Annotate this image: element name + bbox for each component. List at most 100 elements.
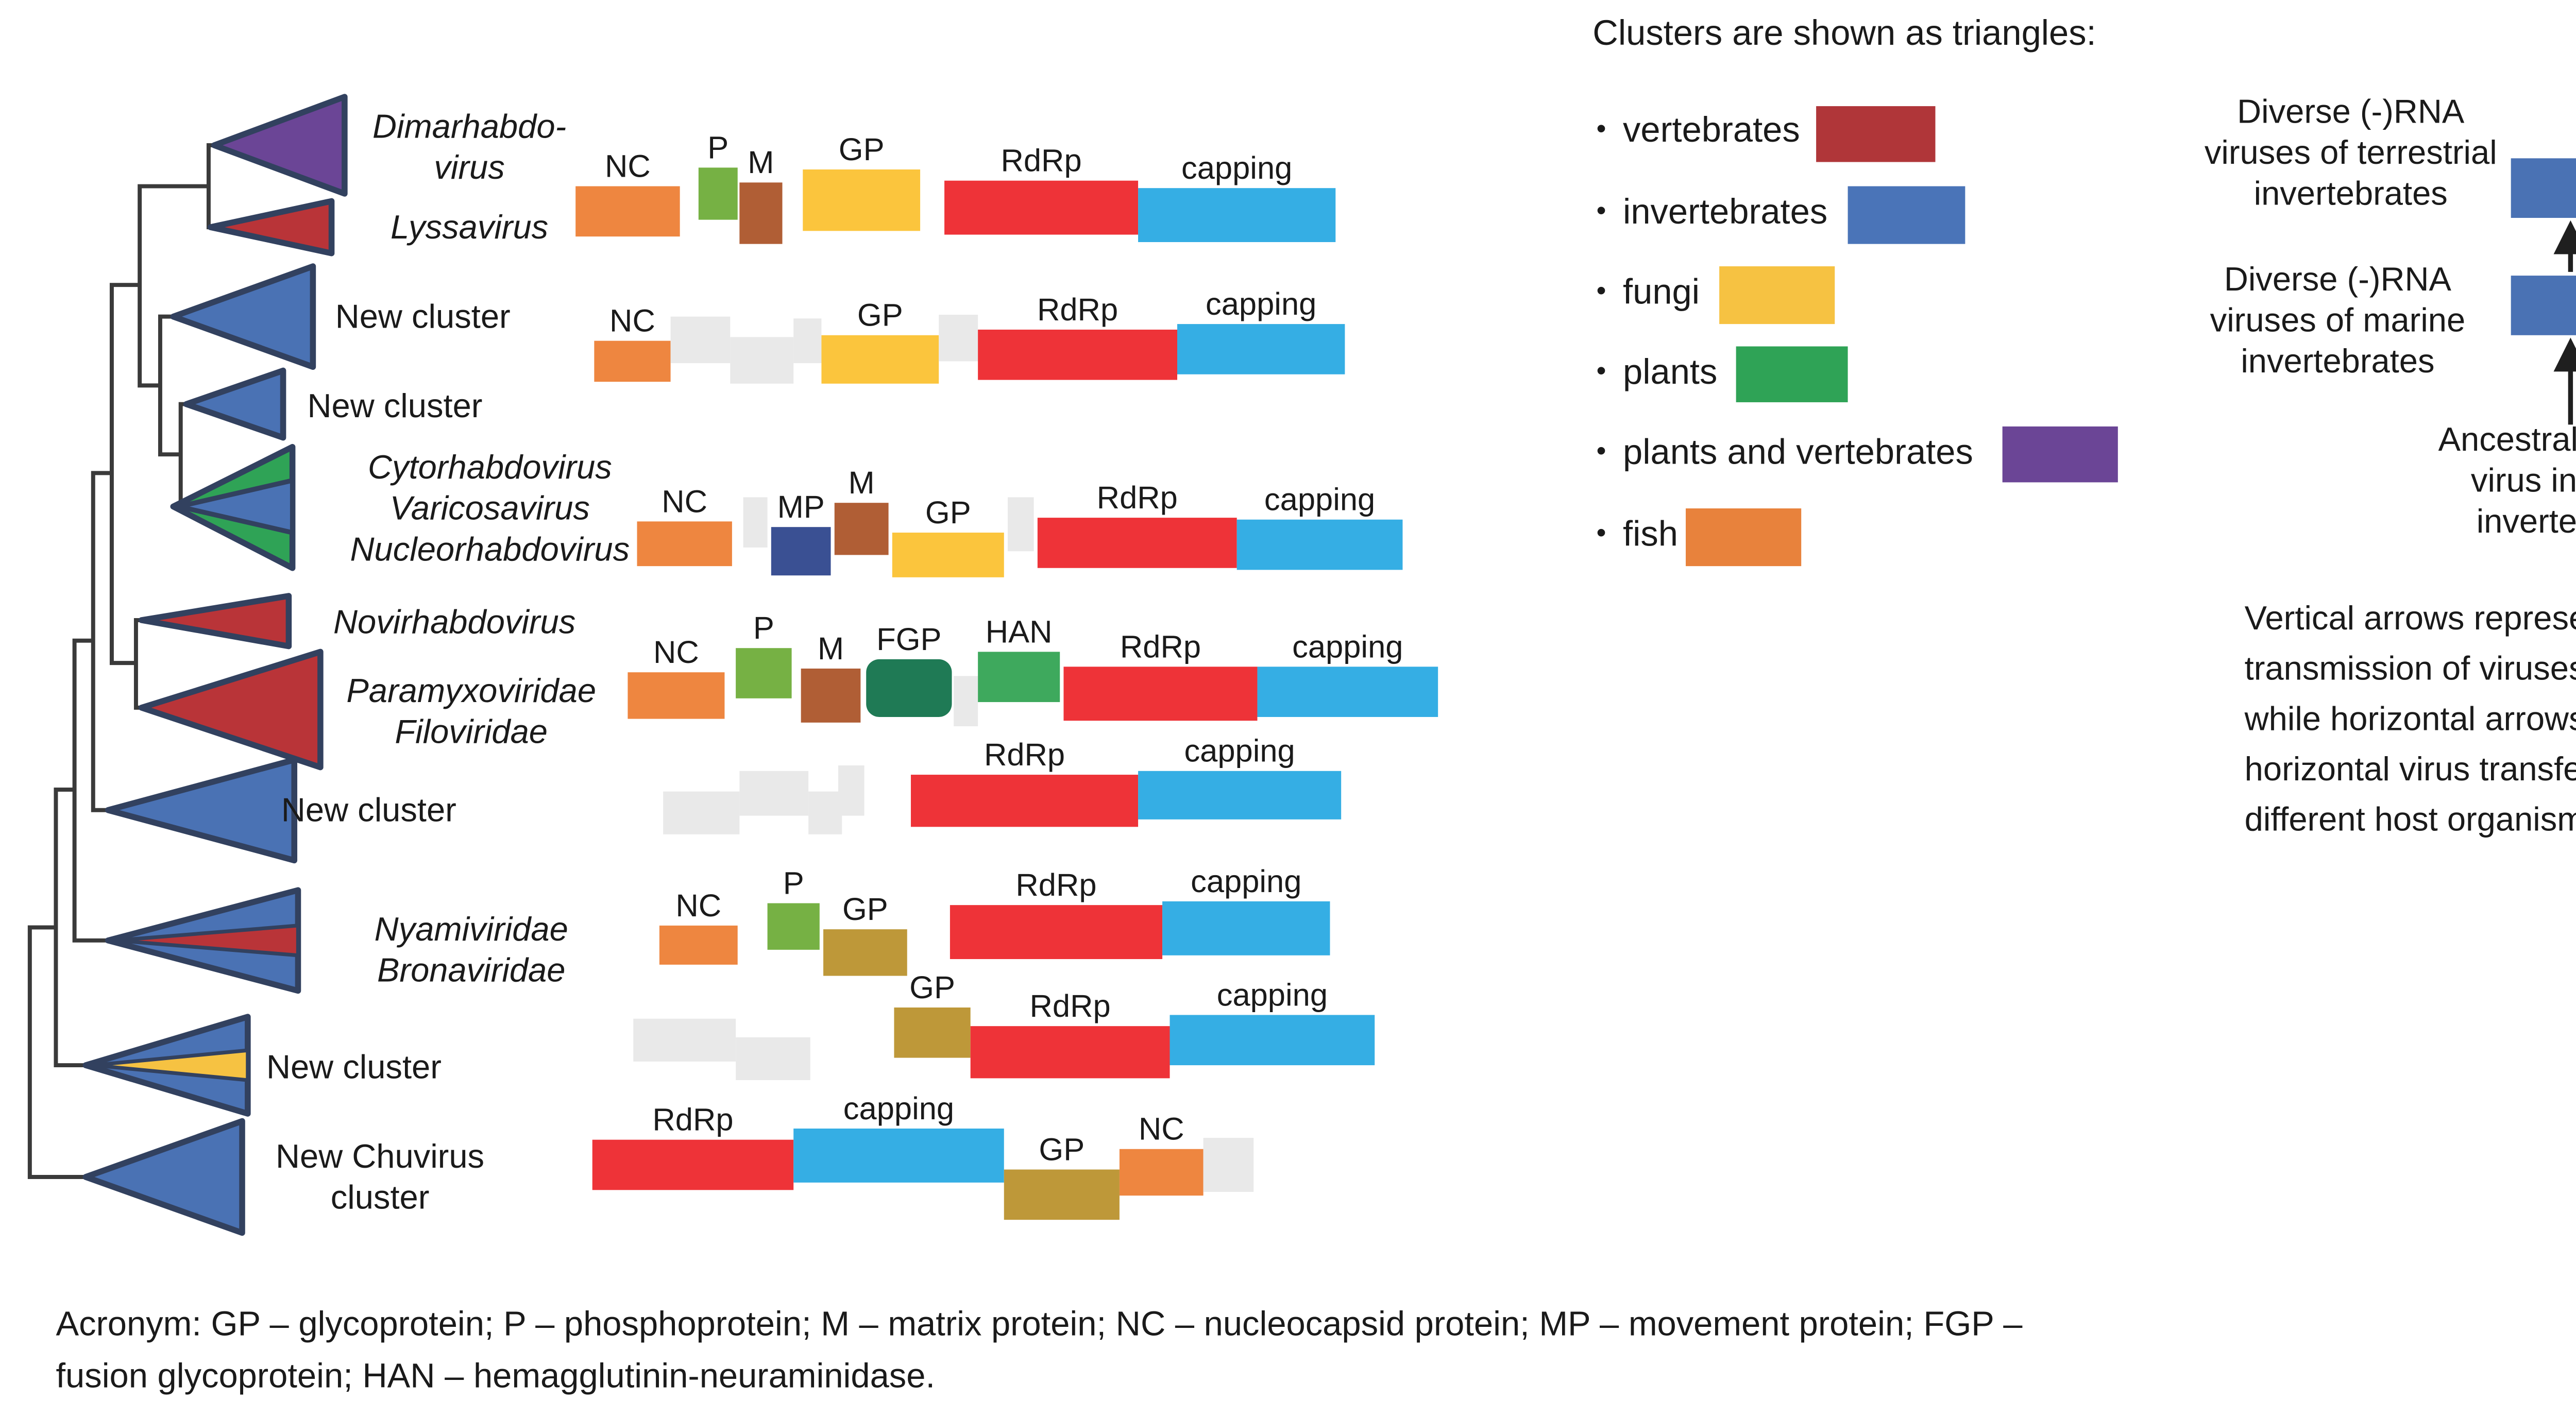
gene-box-rdrp: [950, 905, 1163, 959]
gene-box-p: [767, 903, 820, 950]
clade-label-new-cluster-3: New cluster: [281, 791, 456, 829]
clade-triangle-new-cluster-2: [183, 367, 286, 441]
gene-label-han: HAN: [985, 614, 1053, 650]
gene-label-capping: capping: [1292, 629, 1403, 665]
gene-label-nc: NC: [605, 149, 651, 184]
legend-label: invertebrates: [1623, 194, 1828, 233]
gene-label-rdrp: RdRp: [1037, 292, 1118, 328]
gene-label-mp: MP: [777, 489, 825, 525]
clade-triangle-lyssavirus: [207, 198, 335, 257]
legend-title: Clusters are shown as triangles:: [1592, 14, 2096, 54]
gene-box-unlabeled: [1203, 1138, 1254, 1192]
gene-box-fgp: [866, 659, 952, 717]
legend-item-fish: •fish: [1596, 516, 1678, 557]
gene-box-unlabeled: [663, 791, 740, 834]
bullet-icon: •: [1596, 355, 1606, 388]
clade-label-new-cluster-4: New cluster: [266, 1048, 442, 1086]
gene-label-rdrp: RdRp: [984, 737, 1065, 773]
gene-box-capping: [1138, 771, 1342, 820]
gene-box-unlabeled: [808, 791, 842, 834]
legend-label: vertebrates: [1623, 111, 1800, 151]
hvt-label-ancestral: Ancestral (-)RNA virus in early inverteb…: [2438, 421, 2576, 540]
gene-box-nc: [575, 186, 680, 237]
gene-box-nc: [1119, 1149, 1204, 1196]
gene-label-m: M: [817, 631, 844, 667]
gene-label-capping: capping: [1181, 150, 1293, 186]
gene-box-unlabeled: [743, 497, 768, 548]
clade-triangle-novirhabdovirus: [138, 593, 292, 650]
gene-label-rdrp: RdRp: [1001, 143, 1082, 179]
gene-box-unlabeled: [954, 676, 978, 727]
clade-triangle-paramyxoviridae: [138, 648, 324, 771]
clade-triangle-new-cluster-4-yellow-wedge: [91, 1048, 250, 1082]
gene-label-nc: NC: [1138, 1112, 1184, 1148]
gene-label-gp: GP: [1039, 1132, 1085, 1168]
gene-box-unlabeled: [838, 765, 865, 816]
gene-box-nc: [659, 925, 738, 965]
legend-label: plants and vertebrates: [1623, 434, 1973, 473]
gene-box-p: [698, 167, 738, 220]
gene-label-m: M: [848, 465, 875, 501]
legend-swatch-vertebrates: [1816, 106, 1936, 162]
legend-swatch-plants-and-vertebrates: [2002, 426, 2118, 483]
clade-label-paramyxoviridae: Paramyxoviridae Filoviridae: [346, 672, 597, 751]
gene-label-p: P: [783, 866, 804, 901]
arrows-note: Vertical arrows represent the transmissi…: [2244, 600, 2576, 838]
gene-box-unlabeled: [1007, 497, 1034, 552]
gene-box-rdrp: [970, 1026, 1170, 1079]
bullet-icon: •: [1596, 113, 1606, 146]
gene-label-gp: GP: [857, 298, 903, 334]
gene-box-nc: [637, 521, 732, 567]
clade-label-new-chuvirus: New Chuvirus cluster: [276, 1138, 485, 1216]
legend-swatch-invertebrates: [1848, 186, 1965, 244]
gene-box-rdrp: [978, 329, 1177, 380]
legend-item-plants-and-vertebrates: •plants and vertebrates: [1596, 434, 1973, 475]
gene-box-nc: [594, 340, 671, 382]
legend-label: plants: [1623, 353, 1718, 393]
gene-box-rdrp: [1063, 667, 1258, 721]
gene-box-gp: [803, 169, 921, 231]
gene-box-gp: [821, 335, 939, 384]
gene-box-capping: [1177, 324, 1345, 374]
gene-box-m: [739, 182, 783, 244]
gene-label-gp: GP: [925, 495, 971, 531]
gene-box-unlabeled: [633, 1018, 736, 1062]
gene-box-capping: [1162, 901, 1330, 955]
bullet-icon: •: [1596, 195, 1606, 228]
clade-triangles: [82, 94, 348, 1236]
gene-label-rdrp: RdRp: [1096, 480, 1178, 516]
gene-box-capping: [1236, 519, 1403, 570]
clade-triangle-new-chuvirus: [82, 1118, 245, 1236]
gene-label-gp: GP: [842, 892, 888, 928]
acronym-caption: Acronym: GP – glycoprotein; P – phosphop…: [56, 1303, 2023, 1395]
gene-label-rdrp: RdRp: [652, 1102, 734, 1138]
gene-box-unlabeled: [939, 315, 978, 362]
gene-label-nc: NC: [653, 635, 699, 671]
gene-label-capping: capping: [843, 1091, 955, 1127]
gene-box-capping: [1170, 1015, 1375, 1066]
hvt-label-marine: Diverse (-)RNA viruses of marine inverte…: [2210, 261, 2466, 380]
clade-triangle-new-cluster-3: [105, 757, 298, 864]
gene-label-rdrp: RdRp: [1120, 629, 1201, 665]
legend-item-vertebrates: • vertebrates: [1596, 112, 1800, 153]
gene-box-rdrp: [1037, 518, 1237, 568]
gene-label-gp: GP: [909, 970, 955, 1006]
gene-box-unlabeled: [730, 337, 794, 384]
clade-label-cytorhabdovirus-group: Cytorhabdovirus Varicosavirus Nucleorhab…: [350, 449, 630, 568]
clade-triangle-new-cluster-1: [170, 263, 316, 370]
gene-box-rdrp: [592, 1139, 794, 1190]
clade-triangle-dimarhabdovirus: [211, 94, 348, 197]
clade-label-new-cluster-1: New cluster: [335, 298, 511, 335]
gene-label-rdrp: RdRp: [1029, 988, 1111, 1025]
gene-label-capping: capping: [1191, 864, 1302, 900]
legend-swatch-plants: [1736, 346, 1848, 402]
gene-box-han: [978, 652, 1060, 703]
gene-box-unlabeled: [736, 1037, 810, 1080]
clade-label-new-cluster-2: New cluster: [307, 387, 483, 425]
legend-swatch-fish: [1686, 508, 1802, 567]
clade-label-novirhabdovirus: Novirhabdovirus: [333, 603, 576, 641]
gene-box-capping: [1257, 667, 1438, 717]
gene-box-capping: [793, 1128, 1004, 1183]
gene-label-gp: GP: [838, 132, 885, 168]
gene-box-rdrp: [944, 180, 1139, 235]
